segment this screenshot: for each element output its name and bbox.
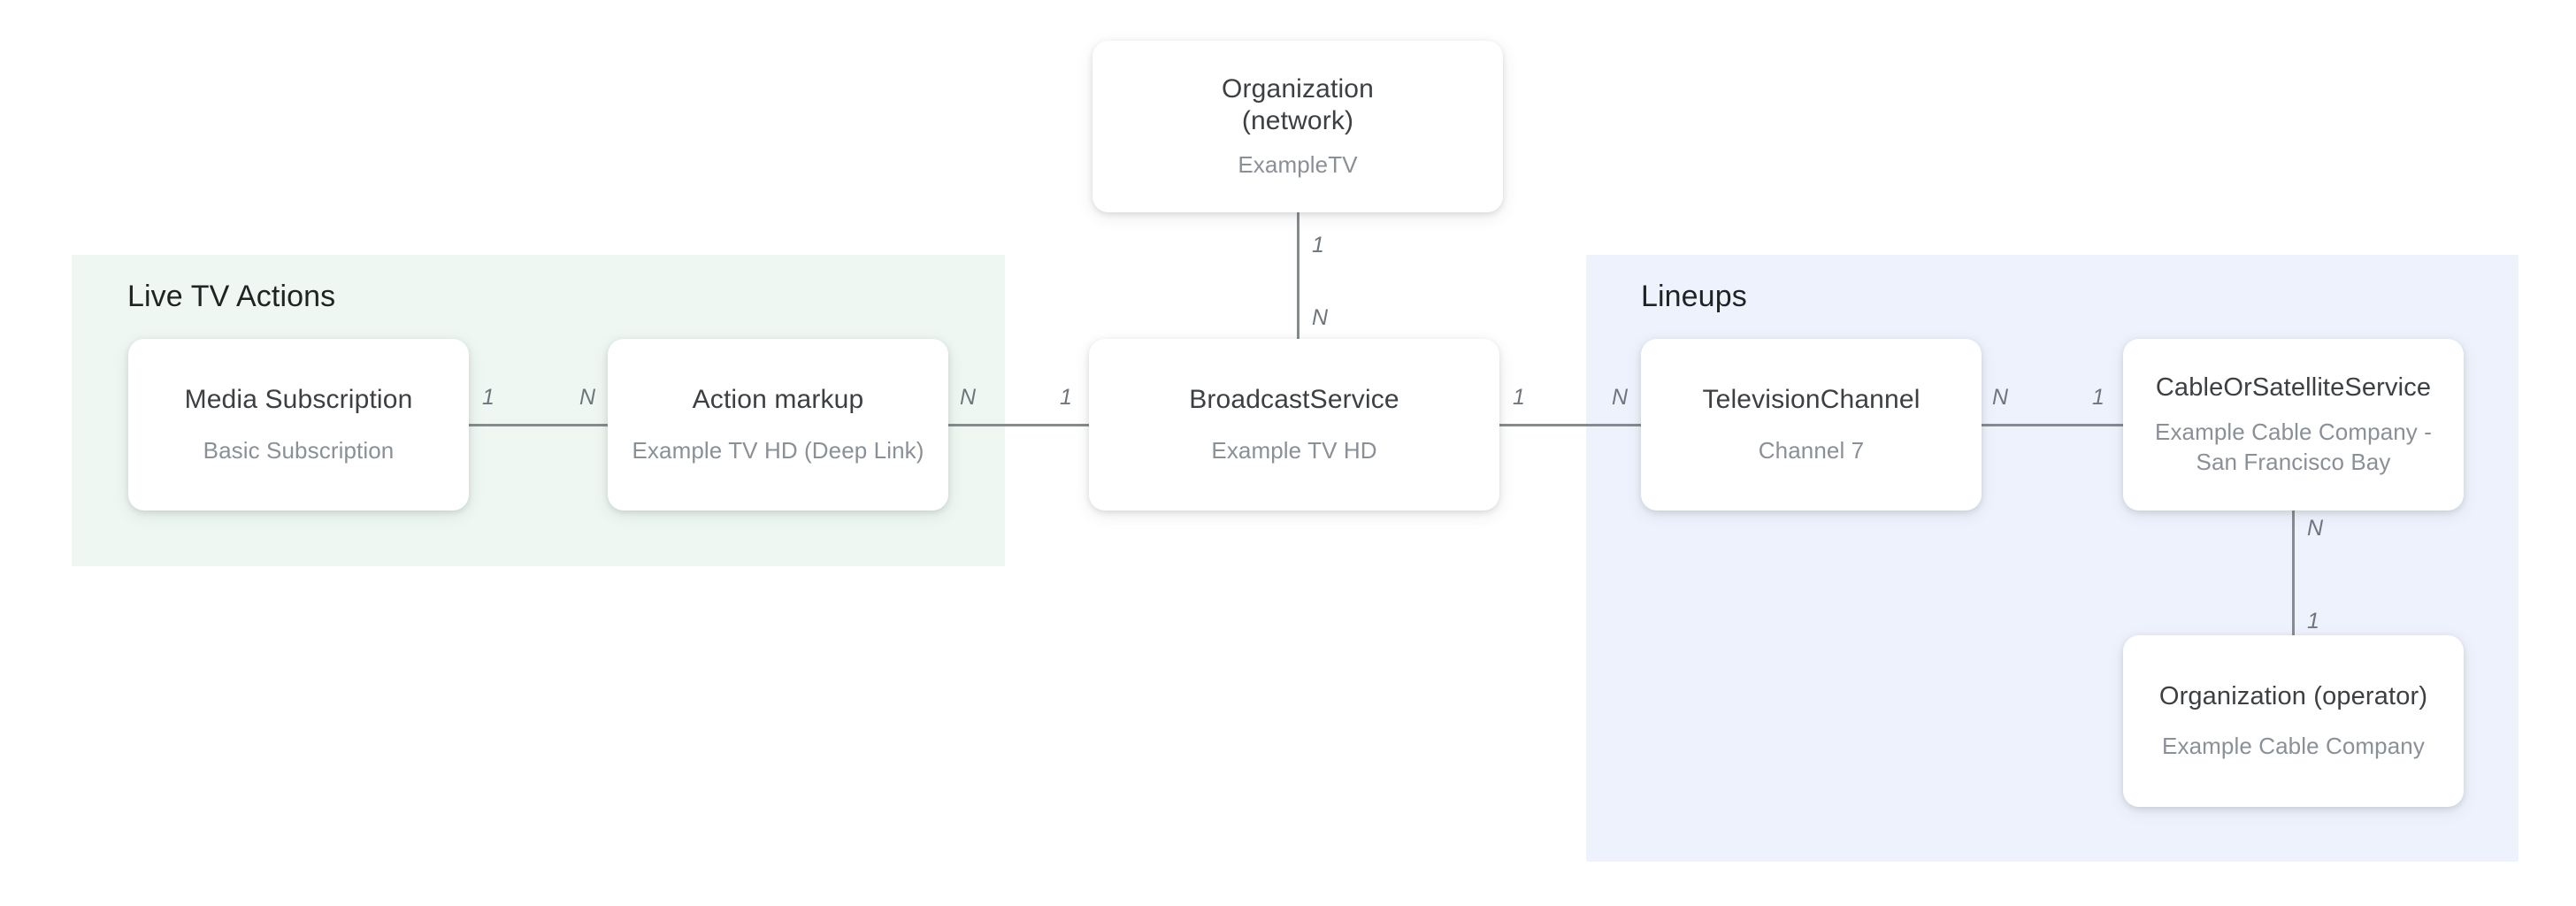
node-subtitle-organization-network: ExampleTV	[1238, 150, 1358, 178]
node-title-broadcast-service: BroadcastService	[1189, 385, 1399, 415]
edge-label-cable-or-satellite-service-one-left: 1	[2092, 385, 2104, 410]
edge-television-channel-to-cable-or-satellite-service	[1980, 424, 2126, 426]
node-subtitle-media-subscription: Basic Subscription	[203, 436, 395, 464]
node-title-action-markup: Action markup	[692, 385, 864, 415]
edge-label-broadcast-service-one-left: 1	[1060, 385, 1072, 410]
node-television-channel[interactable]: TelevisionChannel Channel 7	[1641, 339, 1982, 511]
edge-label-action-markup-many: N	[579, 385, 596, 410]
node-subtitle-broadcast-service: Example TV HD	[1211, 436, 1377, 464]
node-action-markup[interactable]: Action markup Example TV HD (Deep Link)	[608, 339, 948, 511]
node-title-media-subscription: Media Subscription	[184, 385, 413, 415]
node-broadcast-service[interactable]: BroadcastService Example TV HD	[1089, 339, 1499, 511]
panel-title-lineups: Lineups	[1641, 280, 1747, 313]
edge-label-organization-network-one: 1	[1312, 233, 1324, 257]
edge-action-markup-to-broadcast-service	[947, 424, 1092, 426]
edge-label-cable-or-satellite-service-many-bottom: N	[2307, 516, 2324, 541]
panel-title-live-tv-actions: Live TV Actions	[127, 280, 336, 313]
node-title-television-channel: TelevisionChannel	[1702, 385, 1920, 415]
node-media-subscription[interactable]: Media Subscription Basic Subscription	[128, 339, 469, 511]
node-title-organization-network: Organization (network)	[1222, 73, 1374, 138]
edge-label-broadcast-service-one-right: 1	[1513, 385, 1525, 410]
node-title-line-1: Organization	[1222, 73, 1374, 104]
node-title-organization-operator: Organization (operator)	[2158, 681, 2428, 710]
edge-label-television-channel-many-left: N	[1612, 385, 1629, 410]
node-organization-network[interactable]: Organization (network) ExampleTV	[1092, 41, 1503, 212]
edge-broadcast-service-to-television-channel	[1498, 424, 1644, 426]
node-subtitle-television-channel: Channel 7	[1758, 436, 1865, 464]
edge-cable-or-satellite-service-to-organization-operator	[2292, 509, 2295, 638]
node-title-cable-or-satellite-service: CableOrSatelliteService	[2155, 373, 2432, 403]
node-subtitle-action-markup: Example TV HD (Deep Link)	[632, 436, 924, 464]
edge-label-media-subscription-one: 1	[482, 385, 494, 410]
edge-label-broadcast-service-many: N	[1312, 305, 1329, 330]
node-subtitle-organization-operator: Example Cable Company	[2162, 733, 2425, 760]
edge-media-subscription-to-action-markup	[467, 424, 610, 426]
node-cable-or-satellite-service[interactable]: CableOrSatelliteService Example Cable Co…	[2123, 339, 2464, 511]
node-organization-operator[interactable]: Organization (operator) Example Cable Co…	[2123, 635, 2464, 807]
edge-organization-network-to-broadcast-service	[1297, 212, 1300, 341]
node-title-line-2: (network)	[1241, 106, 1354, 136]
node-subtitle-cable-or-satellite-service: Example Cable Company - San Francisco Ba…	[2155, 418, 2432, 475]
edge-label-organization-operator-one: 1	[2307, 609, 2319, 633]
edge-label-television-channel-many-right: N	[1992, 385, 2009, 410]
edge-label-action-markup-many-right: N	[960, 385, 977, 410]
